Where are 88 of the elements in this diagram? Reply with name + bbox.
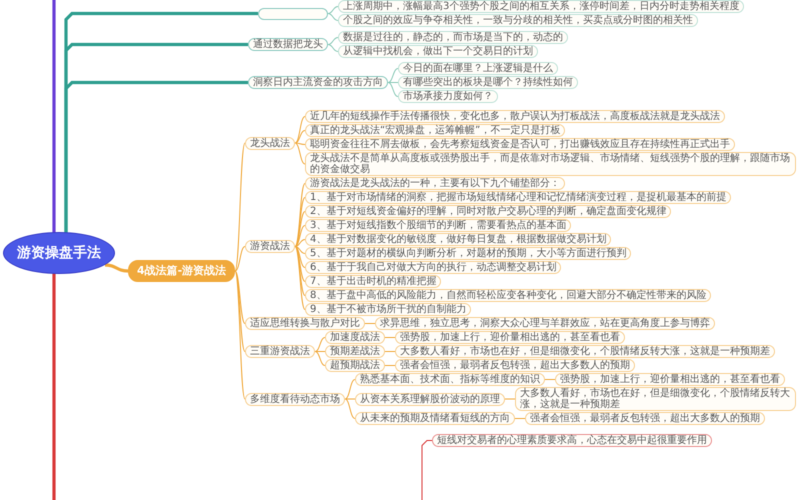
connector-line (388, 82, 398, 83)
connector-line (422, 440, 432, 500)
topic-box: 强势股，加速上行，迎价量相出逃的，甚至看也看 (395, 331, 625, 344)
topic-box: 1、基于对市场情绪的洞察，把握市场短线情绪心理和记忆情绪演变过程，是捉机最基本的前提 (305, 191, 732, 204)
connector-line (384, 365, 396, 366)
topic-box: 有哪些突出的板块是哪个？持续性如何 (398, 76, 578, 89)
topic-box: 从未来的预期及情绪看短线的方向 (355, 412, 515, 425)
topic-box: 强者会恒强，最弱者反包转强，超出大多数人的预期 (395, 359, 635, 372)
topic-box: 短线对交易者的心理素质要求高，心态在交易中起很重要作用 (432, 434, 712, 447)
connector-line (314, 351, 326, 366)
connector-line (328, 13, 338, 21)
topic-box: 8、基于盘中高低的风险能力，自然而轻松应变各种变化，回避大部分不确定性带来的风险 (305, 289, 712, 302)
connector-line (234, 142, 246, 272)
topic-box: 上涨周期中，涨幅最高3个强势个股之间的相互关系，涨停时间差，日内分时走势相关程度 (338, 0, 744, 13)
connector-line (294, 239, 306, 247)
connector-line (388, 68, 398, 83)
topic-box: 游资战法是龙头战法的一种，主要有以下九个铺垫部分： (305, 177, 565, 190)
topic-box: 市场承接力度如何？ (398, 90, 498, 103)
central-topic: 游资操盘手法 (3, 232, 115, 274)
topic-box: 强者会恒强，最弱者反包转强，超出大多数人的预期 (525, 412, 765, 425)
connector-line (234, 246, 246, 272)
topic-box: 数据是过往的，静态的，而市场是当下的，动态的 (338, 31, 568, 44)
connector-line (314, 337, 326, 352)
topic-box: 9、基于不被市场所干扰的自制能力 (305, 303, 472, 316)
connector-line (52, 0, 56, 234)
topic-box: 加速度战法 (325, 331, 385, 344)
topic-box: 7、基于出击时机的精准把握 (305, 275, 442, 288)
connector-line (294, 211, 306, 247)
topic-box: 真正的龙头战法“宏观操盘，运筹帷幄”，不一定只是打板 (305, 124, 566, 137)
connector-line (294, 246, 306, 310)
connector-line (544, 379, 556, 380)
topic-box: 龙头战法 (245, 136, 295, 150)
connector-line (294, 130, 306, 144)
topic-box: 4、基于对数据变化的敏锐度，做好每日复盘，根据数据做交易计划 (305, 233, 612, 246)
connector-line (314, 351, 326, 352)
topic-box: 2、基于对短线资金偏好的理解，同时对散户交易心理的判断，确定盘面变化规律 (305, 205, 672, 218)
connector-line (514, 418, 526, 419)
topic-box: 今日的面在哪里？上涨逻辑是什么 (398, 62, 558, 75)
connector-line (344, 398, 356, 400)
connector-line (328, 37, 338, 45)
topic-box: 聪明资金往往不屑去做板，会先考察短线资金是否认可，打出赚钱效应且存在持续性再正式出手 (305, 138, 735, 151)
connector-line (294, 246, 306, 282)
topic-box: 通过数据把龙头 (248, 38, 328, 51)
topic-box: 适应思维转换与散户对比 (245, 317, 365, 330)
connector-line (294, 246, 306, 254)
topic-box: 6、基于于我自己对做大方向的执行，动态调整交易计划 (305, 261, 562, 274)
connector-line (344, 398, 356, 419)
topic-box: 近几年的短线操作手法传播很快，变化也多，散户误认为打板战法，高度板战法就是龙头战法 (305, 110, 725, 123)
topic-box: 强势股，加速上行，迎价量相出逃的，甚至看也看 (555, 373, 785, 386)
connector-line (328, 44, 338, 52)
topic-box: 求异思维，独立思考，洞察大众心理与羊群效应，站在更高角度上参与博弈 (375, 317, 715, 330)
topic-box: 大多数人看好，市场也在好，但是细微变化，个股情绪反转大涨，这就是一种预期差 (515, 387, 796, 411)
connector-line (234, 270, 246, 352)
topic-box: 大多数人看好，市场也在好，但是细微变化，个股情绪反转大涨，这就是一种预期差 (395, 345, 775, 358)
empty-topic-box (258, 8, 328, 20)
topic-box: 预期差战法 (325, 345, 385, 358)
topic-box: 游资战法 (245, 240, 295, 253)
connector-line (294, 116, 306, 144)
branch-topic: 4战法篇-游资战法 (128, 260, 236, 282)
connector-line (294, 142, 306, 145)
topic-box: 从逻辑中找机会，做出下一个交易日的计划 (338, 45, 538, 58)
topic-box: 龙头战法不是简单从高度板或强势股出手，而是依靠对市场逻辑、市场情绪、短线强势个股的理解，跟随市场的资金做交易 (305, 152, 796, 176)
topic-box: 5、基于对题材的横纵向判断分析，对题材的预期，大小等方面进行预判 (305, 247, 632, 260)
connector-line (364, 323, 376, 324)
connector-line (294, 183, 306, 247)
topic-box: 超预期战法 (325, 359, 385, 372)
connector-line (294, 225, 306, 247)
connector-line (52, 272, 56, 500)
connector-line (294, 197, 306, 247)
topic-box: 多维度看待动态市场 (245, 392, 345, 406)
connector-line (234, 270, 246, 324)
connector-line (344, 379, 356, 400)
topic-box: 从资本关系理解股价波动的原理 (355, 392, 505, 406)
connector-line (384, 351, 396, 352)
topic-box: 三重游资战法 (245, 345, 315, 358)
topic-box: 洞察日内主流资金的攻击方向 (248, 76, 388, 89)
connector-line (294, 246, 306, 296)
connector-line (64, 80, 248, 233)
connector-line (294, 142, 306, 164)
connector-line (104, 263, 128, 273)
connector-line (328, 6, 338, 14)
topic-box: 3、基于对短线指数个股细节的判断，需要看热点的基本面 (305, 219, 572, 232)
topic-box: 个股之间的效应与争夺相关性，一致与分歧的相关性，买卖点或分时图的相关性 (338, 14, 698, 27)
connector-line (384, 337, 396, 338)
connector-line (388, 82, 398, 97)
topic-box: 熟悉基本面、技术面、指标等维度的知识 (355, 373, 545, 386)
connector-line (294, 246, 306, 268)
connector-line (504, 398, 516, 400)
